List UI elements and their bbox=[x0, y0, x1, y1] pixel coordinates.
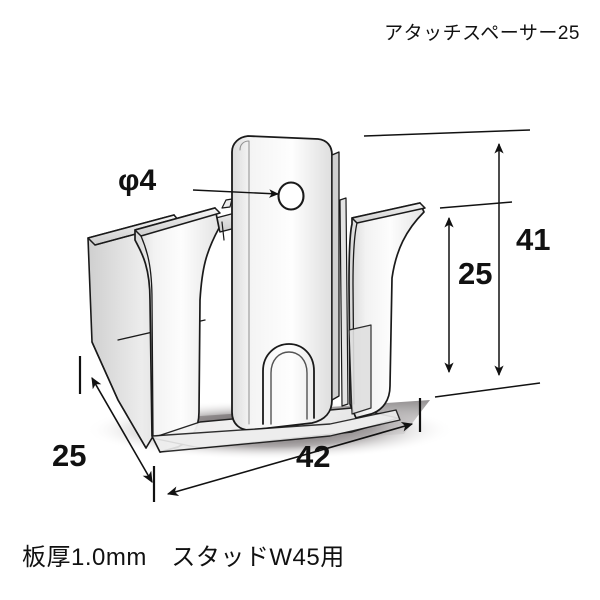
ext-line-top bbox=[363, 129, 531, 137]
ext-line-25-top bbox=[439, 201, 513, 209]
drawing-title: アタッチスペーサー25 bbox=[384, 23, 580, 44]
dimension-label-height-41: 41 bbox=[516, 222, 551, 257]
center-panel bbox=[231, 135, 340, 431]
dimension-lines bbox=[78, 129, 541, 502]
dimension-label-phi4: φ4 bbox=[118, 164, 157, 197]
dimension-label-depth-25: 25 bbox=[52, 438, 87, 473]
dimension-label-tab-height-25: 25 bbox=[458, 256, 493, 291]
dim-line-42 bbox=[166, 422, 414, 496]
arch-tab bbox=[262, 343, 315, 425]
left-front-wing bbox=[134, 207, 221, 453]
phi4-leader-line bbox=[192, 189, 279, 198]
dimension-label-width-42: 42 bbox=[296, 439, 331, 474]
ext-line-bottom-right bbox=[434, 382, 541, 398]
spec-note: 板厚1.0mm スタッドW45用 bbox=[22, 544, 345, 571]
dim-line-25-left bbox=[91, 377, 153, 483]
right-front-wing bbox=[339, 197, 426, 419]
phi4-hole bbox=[277, 181, 305, 211]
